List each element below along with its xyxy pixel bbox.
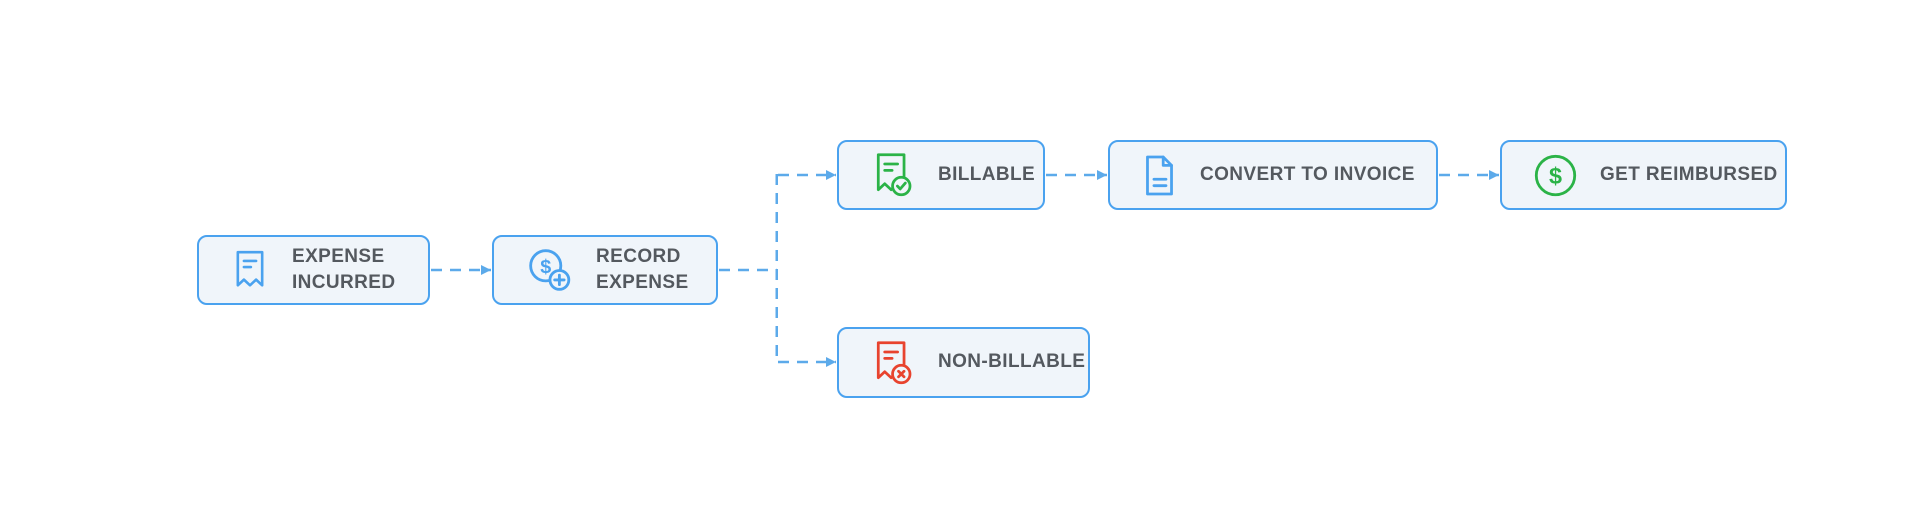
node-billable: BILLABLE	[837, 140, 1045, 210]
node-record-expense: $ RECORD EXPENSE	[492, 235, 718, 305]
node-convert-to-invoice: CONVERT TO INVOICE	[1108, 140, 1438, 210]
node-label: GET REIMBURSED	[1600, 163, 1778, 185]
node-non-billable: NON-BILLABLE	[837, 327, 1090, 398]
receipt-icon	[230, 248, 270, 293]
node-expense-incurred: EXPENSE INCURRED	[197, 235, 430, 305]
dollar-circle-icon: $	[1533, 153, 1578, 198]
receipt-cross-icon	[870, 339, 916, 387]
node-label: NON-BILLABLE	[938, 351, 1086, 373]
node-label: BILLABLE	[938, 163, 1036, 185]
node-label: RECORD EXPENSE	[596, 245, 689, 293]
node-get-reimbursed: $ GET REIMBURSED	[1500, 140, 1787, 210]
edge-branch-elbow	[719, 174, 778, 363]
svg-text:$: $	[540, 255, 551, 277]
node-label: CONVERT TO INVOICE	[1200, 163, 1415, 185]
svg-text:$: $	[1549, 162, 1562, 188]
node-label: EXPENSE INCURRED	[292, 245, 396, 293]
invoice-document-icon	[1141, 153, 1178, 198]
add-money-icon: $	[525, 246, 574, 295]
receipt-check-icon	[870, 151, 916, 199]
